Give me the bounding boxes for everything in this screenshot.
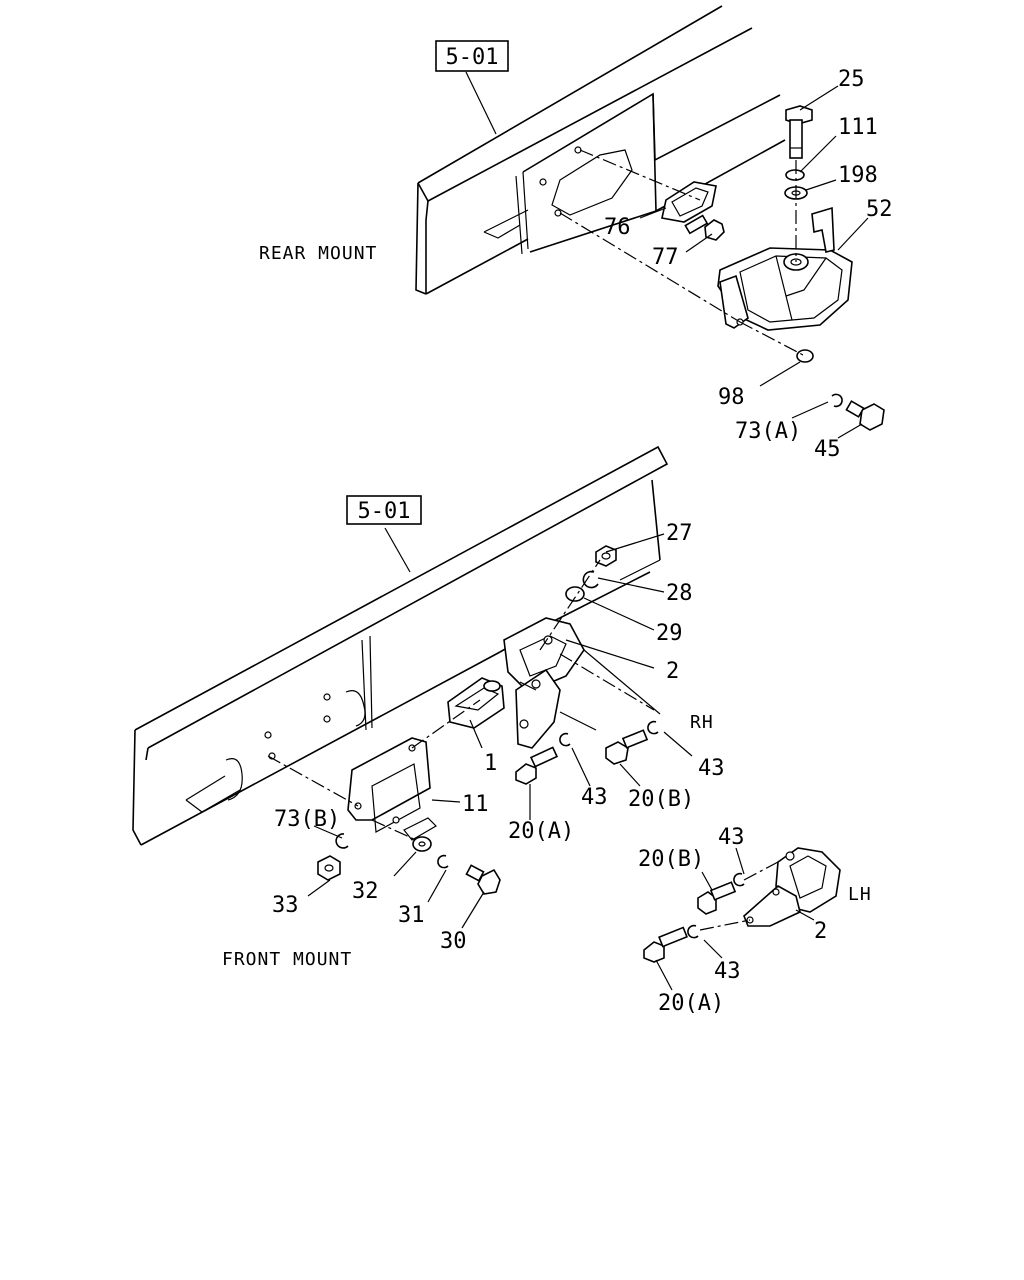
lh-bolt-20a xyxy=(643,926,688,963)
front-lockwasher-73b xyxy=(335,833,349,849)
callout-32: 32 xyxy=(352,879,379,904)
callout-73b: 73(B) xyxy=(274,807,340,832)
callout-43-rh-a: 43 xyxy=(581,785,608,810)
callout-52: 52 xyxy=(866,197,893,222)
front-bracket-2-rh xyxy=(503,617,585,749)
rear-reference-box xyxy=(435,40,509,72)
rh-label: RH xyxy=(690,712,714,733)
callout-111: 111 xyxy=(838,115,878,140)
front-nut-27 xyxy=(595,545,617,567)
rear-bolt-45 xyxy=(845,400,885,431)
rear-insulator-52 xyxy=(717,206,853,331)
front-plate-11 xyxy=(347,737,437,841)
callout-20b-lh: 20(B) xyxy=(638,847,704,872)
rear-frame-rail xyxy=(415,5,786,295)
callout-20a: 20(A) xyxy=(508,819,574,844)
front-lockwasher-31 xyxy=(437,854,449,869)
front-lockwasher-43-rh-b xyxy=(647,720,659,735)
callout-11: 11 xyxy=(462,792,489,817)
lh-bolt-20b xyxy=(697,881,737,915)
callout-98: 98 xyxy=(718,385,745,410)
callout-43-lh-b: 43 xyxy=(714,959,741,984)
rear-bolt-25 xyxy=(785,105,813,159)
front-washer-32 xyxy=(412,836,432,852)
callout-73a: 73(A) xyxy=(735,419,801,444)
front-bracket-2-lh xyxy=(743,847,841,927)
front-bolt-20a-rh xyxy=(515,746,559,785)
callout-198: 198 xyxy=(838,163,878,188)
front-bolt-20b-rh xyxy=(605,729,649,765)
callout-77: 77 xyxy=(652,245,679,270)
front-reference-box xyxy=(346,495,422,525)
rear-mount-caption: REAR MOUNT xyxy=(259,243,377,264)
callout-2-lh: 2 xyxy=(814,919,827,944)
front-reference-label: 5-01 xyxy=(358,499,411,524)
callout-43-lh-a: 43 xyxy=(718,825,745,850)
front-washer-29 xyxy=(565,586,585,602)
rear-bracket-76 xyxy=(661,181,717,223)
callout-28: 28 xyxy=(666,581,693,606)
callout-25: 25 xyxy=(838,67,865,92)
rear-lockwasher-73a xyxy=(831,393,843,408)
rear-washer-98 xyxy=(796,349,814,363)
callout-2: 2 xyxy=(666,659,679,684)
rear-bolt-77 xyxy=(684,214,725,241)
front-bolt-30 xyxy=(465,864,501,895)
callout-30: 30 xyxy=(440,929,467,954)
callout-76: 76 xyxy=(604,215,631,240)
lh-lockwasher-43-a xyxy=(733,872,745,887)
front-washer-28 xyxy=(582,570,599,589)
callout-20b: 20(B) xyxy=(628,787,694,812)
callout-31: 31 xyxy=(398,903,425,928)
callout-29: 29 xyxy=(656,621,683,646)
callout-43-rh-b: 43 xyxy=(698,756,725,781)
callout-45: 45 xyxy=(814,437,841,462)
front-nut-33 xyxy=(317,855,341,881)
front-lockwasher-43-rh-a xyxy=(559,732,571,747)
lh-lockwasher-43-b xyxy=(687,924,699,939)
callout-1: 1 xyxy=(484,751,497,776)
callout-27: 27 xyxy=(666,521,693,546)
callout-33: 33 xyxy=(272,893,299,918)
lh-label: LH xyxy=(848,884,872,905)
callout-20a-lh: 20(A) xyxy=(658,991,724,1016)
rear-washer-111 xyxy=(785,169,805,181)
front-mount-caption: FRONT MOUNT xyxy=(222,949,352,970)
rear-reference-label: 5-01 xyxy=(446,45,499,70)
